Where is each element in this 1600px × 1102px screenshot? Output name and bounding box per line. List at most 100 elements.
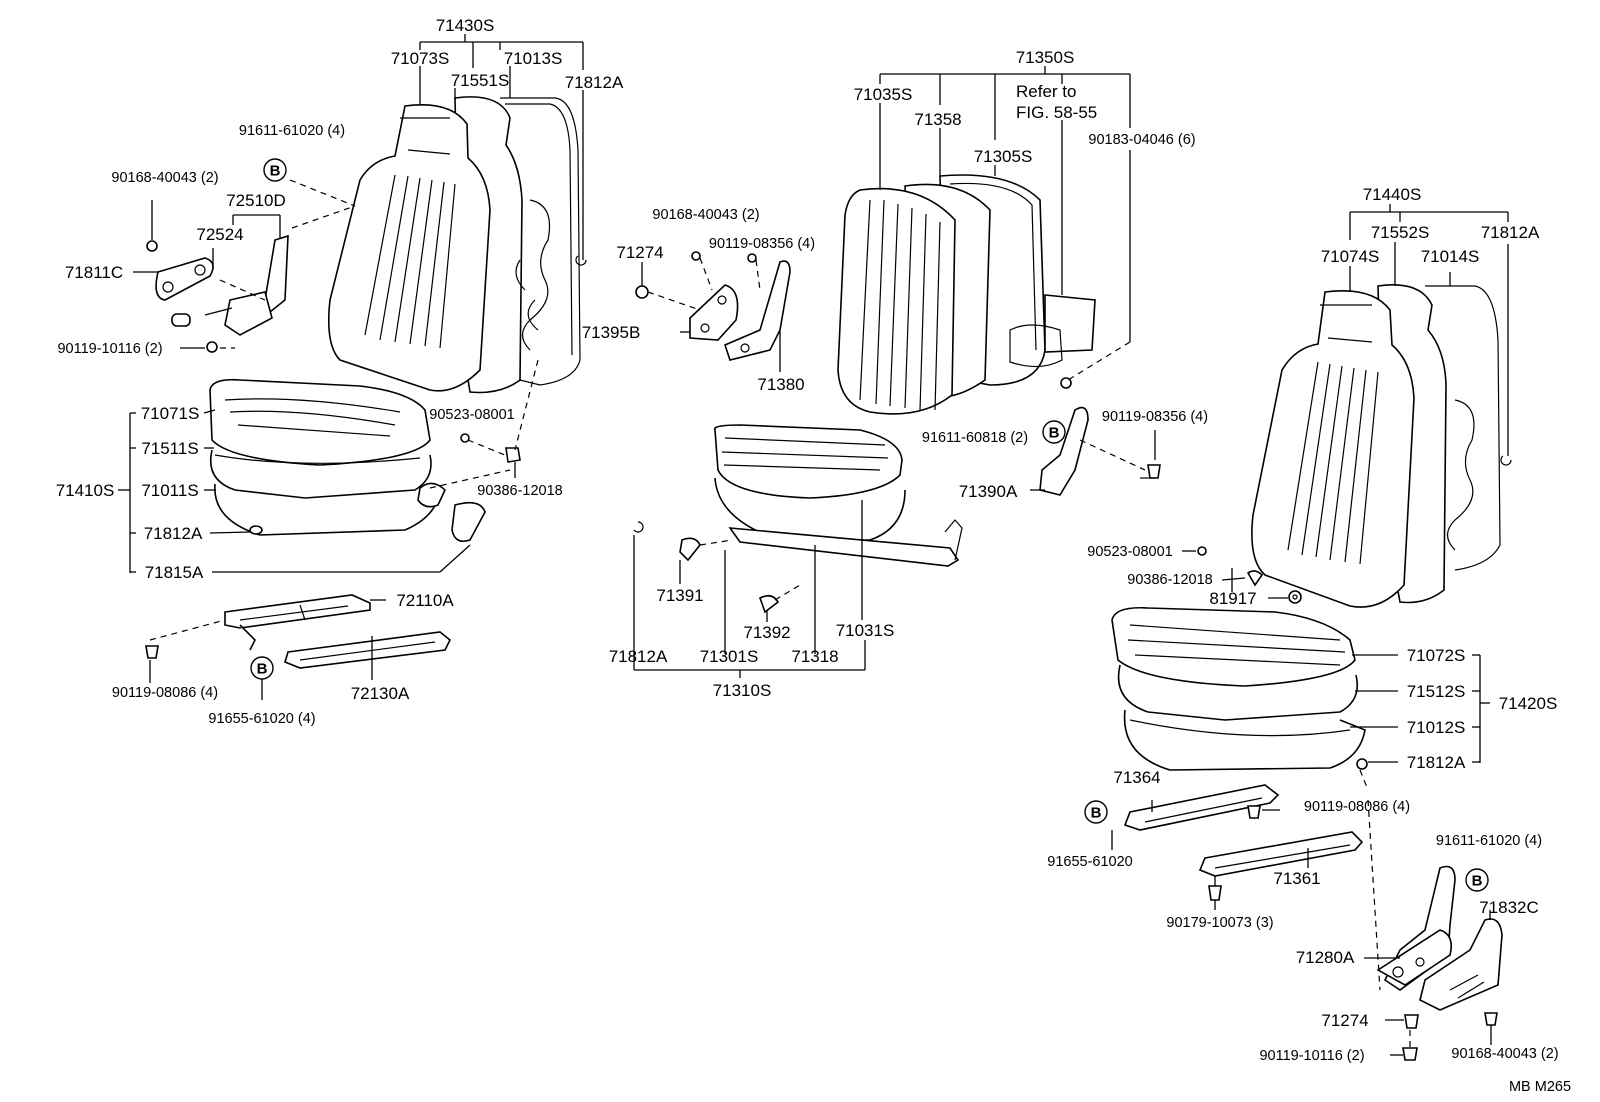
part-label: 71410S xyxy=(56,481,115,500)
reference-mark-b-label: B xyxy=(1091,805,1102,822)
part-label: 71035S xyxy=(854,85,913,104)
part-label: 71014S xyxy=(1421,247,1480,266)
middle-hinge-drawing xyxy=(635,251,791,372)
part-label: 71812A xyxy=(144,524,203,543)
reference-mark-b: B xyxy=(263,158,287,182)
right-rail-drawing xyxy=(1111,769,1381,991)
part-label: 91655-61020 xyxy=(1047,854,1132,870)
part-label: 71074S xyxy=(1321,247,1380,266)
reference-mark-b: B xyxy=(1465,868,1489,892)
right-cushion-callouts xyxy=(1350,654,1490,763)
part-label: 71420S xyxy=(1499,694,1558,713)
part-label: 71280A xyxy=(1296,948,1355,967)
right-cushion-drawing xyxy=(1111,606,1368,771)
part-label: 71391 xyxy=(656,586,703,605)
refer-note-line1: Refer to xyxy=(1016,82,1076,101)
middle-cushion-callouts xyxy=(633,500,866,678)
part-label: 71395B xyxy=(582,323,641,342)
reference-mark-b-label: B xyxy=(1472,873,1483,890)
part-label: 90386-12018 xyxy=(477,483,562,499)
part-label: 71011S xyxy=(141,481,198,500)
right-seatback-drawing xyxy=(1251,284,1501,608)
drawing-code: MB M265 xyxy=(1509,1079,1571,1095)
part-label: 71511S xyxy=(141,439,198,458)
middle-seatback-callouts xyxy=(879,66,1131,381)
reference-mark-b-label: B xyxy=(1049,425,1060,442)
right-bottom-hinge-drawing xyxy=(1364,865,1503,1061)
part-label: 90119-10116 (2) xyxy=(57,341,162,357)
part-label: 90183-04046 (6) xyxy=(1088,132,1195,148)
part-label: 90119-08086 (4) xyxy=(1304,799,1410,815)
middle-cushion-drawing xyxy=(633,424,963,614)
part-label: 81917 xyxy=(1209,589,1256,608)
right-seatback-hardware xyxy=(1182,546,1302,604)
middle-bracket-drawing xyxy=(1030,406,1161,496)
part-label: 90179-10073 (3) xyxy=(1166,915,1273,931)
part-label: 71073S xyxy=(391,49,450,68)
reference-mark-b: B xyxy=(1084,800,1108,824)
left-seatback-callouts xyxy=(419,34,587,266)
part-label: 71551S xyxy=(451,71,510,90)
part-label: 71031S xyxy=(836,621,895,640)
left-hinge-callouts xyxy=(133,179,356,349)
reference-mark-b: B xyxy=(250,656,274,680)
part-label: 71812A xyxy=(609,647,668,666)
middle-seatback-drawing xyxy=(837,174,1096,415)
part-label: 90119-10116 (2) xyxy=(1259,1048,1364,1064)
part-label: 72524 xyxy=(196,225,243,244)
part-label: 71071S xyxy=(141,404,200,423)
part-label: 71305S xyxy=(974,147,1033,166)
refer-note-line2: FIG. 58-55 xyxy=(1016,103,1097,122)
part-label: 90386-12018 xyxy=(1127,572,1212,588)
part-label: 72110A xyxy=(396,591,454,610)
part-label: 71812A xyxy=(1407,753,1466,772)
part-label: 90119-08086 (4) xyxy=(112,685,218,701)
part-label: 71072S xyxy=(1407,646,1466,665)
reference-mark-b-label: B xyxy=(257,661,268,678)
part-label: 71301S xyxy=(700,647,759,666)
part-label: 71358 xyxy=(914,110,961,129)
part-label: 72510D xyxy=(226,191,286,210)
part-label: 71812A xyxy=(565,73,624,92)
part-label: 71430S xyxy=(436,16,495,35)
part-label: 71812A xyxy=(1481,223,1540,242)
part-label: 71832C xyxy=(1479,898,1539,917)
reference-mark-b: B xyxy=(1042,420,1066,444)
part-label: 71361 xyxy=(1273,869,1320,888)
part-label: 71274 xyxy=(616,243,663,262)
part-label: 71318 xyxy=(791,647,838,666)
reference-mark-b-label: B xyxy=(270,163,281,180)
left-hinge-drawing xyxy=(146,200,289,353)
part-label: 71012S xyxy=(1407,718,1466,737)
part-label: 90119-08356 (4) xyxy=(1102,409,1208,425)
part-label: 91611-61020 (4) xyxy=(239,123,345,139)
part-label: 71390A xyxy=(959,482,1018,501)
part-label: 91655-61020 (4) xyxy=(208,711,315,727)
part-label: 90168-40043 (2) xyxy=(1451,1046,1558,1062)
left-seatback-drawing xyxy=(327,96,581,394)
left-cushion-drawing xyxy=(209,378,486,543)
part-label: 71013S xyxy=(504,49,563,68)
part-label: 71350S xyxy=(1016,48,1075,67)
left-cushion-callouts xyxy=(118,359,539,573)
part-label: 71811C xyxy=(65,263,123,282)
part-label: 71512S xyxy=(1407,682,1466,701)
part-label: 90119-08356 (4) xyxy=(709,236,815,252)
part-label: 90168-40043 (2) xyxy=(652,207,759,223)
part-label: 91611-61020 (4) xyxy=(1436,833,1542,849)
part-label: 90523-08001 xyxy=(429,407,514,423)
part-label: 71274 xyxy=(1321,1011,1368,1030)
part-label: 71440S xyxy=(1363,185,1422,204)
part-label: 71552S xyxy=(1371,223,1430,242)
left-rail-drawing xyxy=(145,594,452,700)
part-label: 71364 xyxy=(1113,768,1160,787)
part-label: 91611-60818 (2) xyxy=(922,430,1028,446)
part-label: 71815A xyxy=(145,563,204,582)
part-label: 90523-08001 xyxy=(1087,544,1172,560)
part-label: 71310S xyxy=(713,681,772,700)
part-label: 71392 xyxy=(743,623,790,642)
part-label: 90168-40043 (2) xyxy=(111,170,218,186)
part-label: 71380 xyxy=(757,375,804,394)
right-seatback-callouts xyxy=(1349,204,1512,466)
